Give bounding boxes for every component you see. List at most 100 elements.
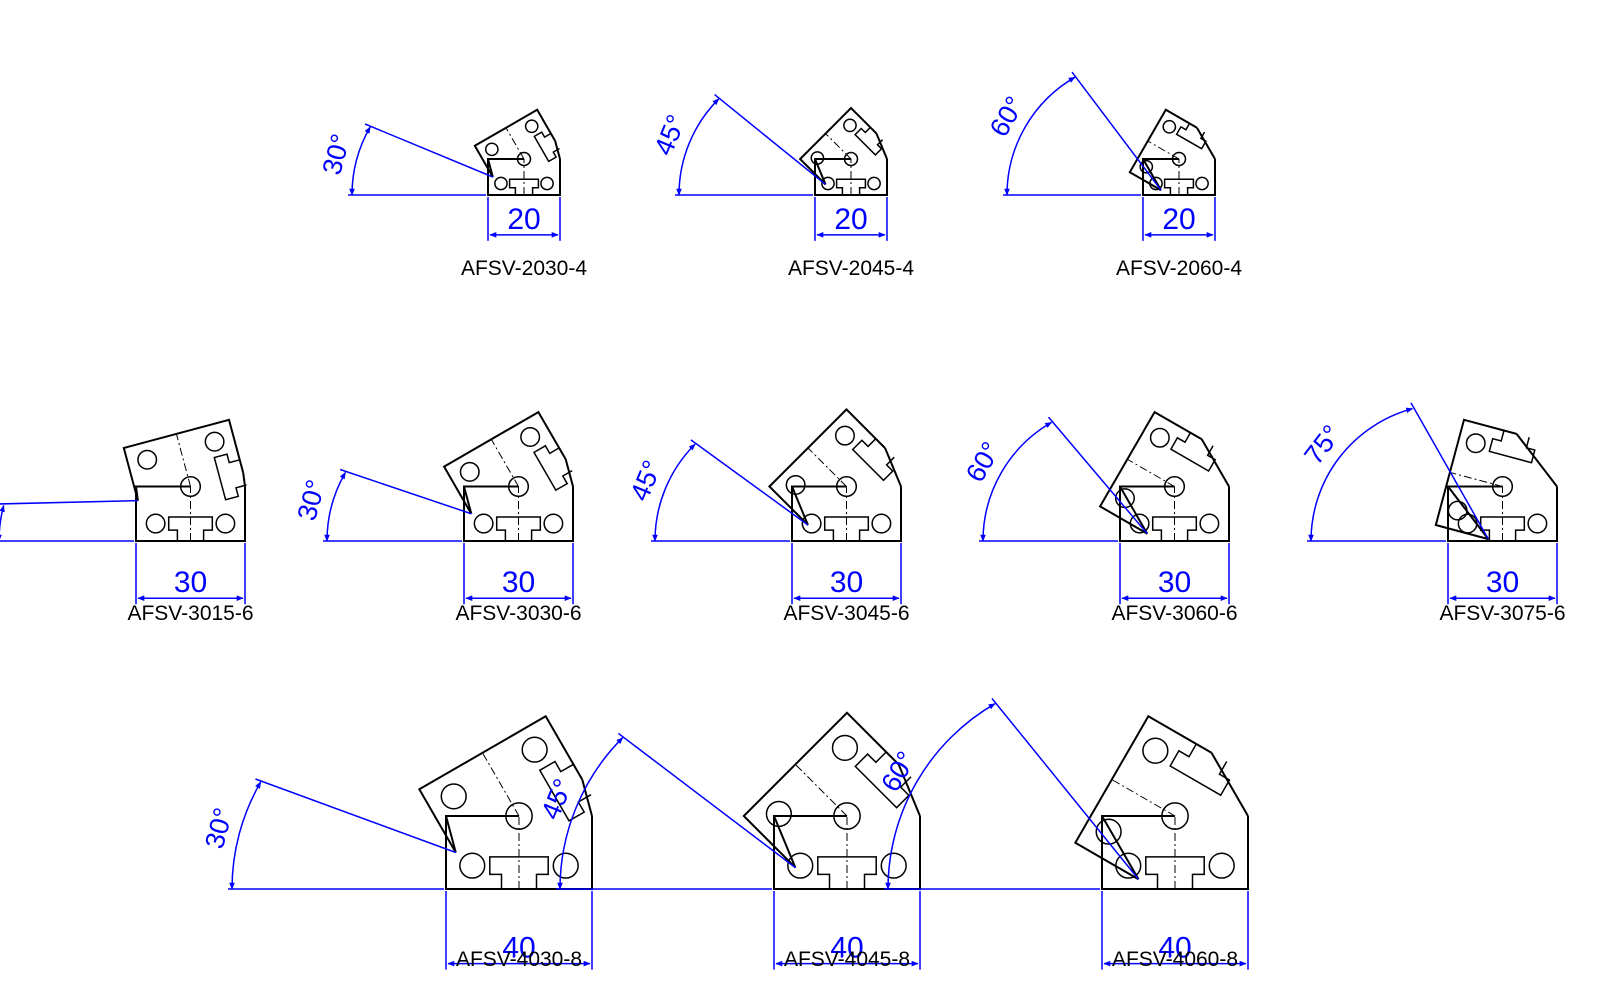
profile-rotated-outline xyxy=(742,711,900,869)
angle-dimension-arc xyxy=(885,703,996,890)
profile-joint-line xyxy=(1196,127,1216,160)
profile-t-slot xyxy=(1175,123,1207,150)
profile-cavity xyxy=(1195,176,1209,191)
angle-dimension-arc xyxy=(229,781,262,890)
profile-rotated-outline xyxy=(1128,108,1198,192)
profile-centerline xyxy=(1147,140,1180,160)
profile-afsv-4060-8: 40 60° AFSV-4060-8 xyxy=(875,698,1249,971)
profile-t-slot xyxy=(508,178,540,195)
part-number-label: AFSV-3015-6 xyxy=(127,602,253,625)
profile-cavity xyxy=(765,800,793,828)
profile-afsv-4030-8: 4030°AFSV-4030-8 xyxy=(199,714,593,971)
angle-extension-line xyxy=(364,123,494,178)
angle-extension-line xyxy=(255,778,457,854)
width-dimension-value: 30 xyxy=(830,566,863,599)
profile-cavity xyxy=(1095,818,1122,845)
profile-cavity xyxy=(1527,513,1548,534)
profile-base-outline xyxy=(791,485,902,542)
profile-cavity xyxy=(1199,513,1220,534)
profile-cavity xyxy=(215,513,236,534)
profile-cavity xyxy=(473,513,494,534)
profile-rotated-outline xyxy=(767,407,886,526)
profile-cavity xyxy=(1142,737,1169,764)
profile-base-outline xyxy=(1119,485,1230,542)
profile-cavity xyxy=(801,513,822,534)
profile-cavity xyxy=(1115,852,1142,879)
width-dimension-value: 20 xyxy=(507,203,540,236)
profile-cavity xyxy=(494,176,508,191)
angle-dimension-value: 45° xyxy=(624,456,667,505)
profile-cavity xyxy=(484,142,499,157)
angle-dimension-arc xyxy=(1004,76,1076,196)
profile-t-slot xyxy=(835,178,867,195)
profile-cavity xyxy=(137,449,158,470)
profile-joint-line xyxy=(1119,485,1149,535)
angle-extension-line xyxy=(1047,416,1148,535)
width-dimension-value: 40 xyxy=(1158,932,1191,965)
angle-dimension-arc xyxy=(324,471,347,542)
profile-joint-line xyxy=(1515,433,1558,488)
angle-dimension-arc xyxy=(557,737,624,890)
profile-base-outline xyxy=(487,158,561,196)
profile-t-slot xyxy=(851,438,895,482)
profile-centerline xyxy=(175,433,191,487)
profile-cavity xyxy=(831,734,859,762)
profile-cavity xyxy=(1447,500,1468,521)
angle-dimension-arc xyxy=(0,504,5,542)
profile-centerline xyxy=(807,447,847,487)
profile-afsv-3075-6: 3075°AFSV-3075-6 xyxy=(1298,402,1566,625)
profile-joint-line xyxy=(791,486,809,526)
width-dimension-value: 30 xyxy=(174,566,207,599)
profile-centerline xyxy=(1111,779,1176,817)
profile-joint-line xyxy=(875,133,888,160)
angle-extension-line xyxy=(714,94,827,186)
profile-joint-line xyxy=(773,815,797,869)
angle-dimension-value: 60° xyxy=(875,746,921,796)
angle-dimension-value: 60° xyxy=(984,91,1030,141)
profile-cavity xyxy=(1208,852,1235,879)
profile-afsv-3015-6: 3015°AFSV-3015-6 xyxy=(0,418,254,625)
angle-dimension-value: 30° xyxy=(292,476,332,523)
angle-dimension-value: 30° xyxy=(199,805,239,852)
angle-dimension-arc xyxy=(652,443,696,542)
profile-t-slot xyxy=(213,453,247,501)
profile-center-bore xyxy=(1171,151,1187,167)
profile-rotated-outline xyxy=(473,108,557,178)
profile-joint-line xyxy=(1210,752,1249,817)
profile-cavity xyxy=(785,474,806,495)
profile-cavity xyxy=(821,176,835,191)
width-dimension-value: 20 xyxy=(1162,203,1195,236)
profile-cavity xyxy=(1149,427,1170,448)
profile-cavity xyxy=(1465,433,1486,454)
profile-joint-line xyxy=(445,815,457,853)
part-number-label: AFSV-4060-8 xyxy=(1112,948,1238,971)
profile-centerline xyxy=(490,439,519,487)
profile-centerline xyxy=(1127,458,1175,487)
profile-cavity xyxy=(552,852,579,879)
angle-extension-line xyxy=(690,439,809,526)
profile-cavity xyxy=(1149,176,1163,191)
profile-cavity xyxy=(1129,513,1150,534)
angle-extension-line xyxy=(1410,402,1490,540)
profile-cavity xyxy=(440,783,467,810)
part-number-label: AFSV-4030-8 xyxy=(456,948,582,971)
angle-dimension-value: 60° xyxy=(960,437,1006,487)
profile-cavity xyxy=(1114,488,1135,509)
angle-dimension-value: 30° xyxy=(317,131,357,178)
profile-base-outline xyxy=(463,485,574,542)
profile-base-outline xyxy=(1142,158,1216,196)
angle-dimension-arc xyxy=(676,98,720,196)
width-dimension-value: 40 xyxy=(830,932,863,965)
profile-afsv-2030-4: 2030°AFSV-2030-4 xyxy=(317,108,587,280)
profile-cavity xyxy=(810,151,825,165)
profile-base-outline xyxy=(1101,815,1249,890)
profile-cavity xyxy=(521,736,548,763)
profile-base-outline xyxy=(814,158,888,196)
profile-centerline xyxy=(825,133,852,160)
angle-extension-line xyxy=(617,732,796,869)
profile-cavity xyxy=(524,119,539,134)
profile-cavity xyxy=(459,852,486,879)
angle-dimension-arc xyxy=(349,126,371,196)
profile-cavity xyxy=(1162,119,1177,134)
angle-extension-line xyxy=(991,698,1140,880)
